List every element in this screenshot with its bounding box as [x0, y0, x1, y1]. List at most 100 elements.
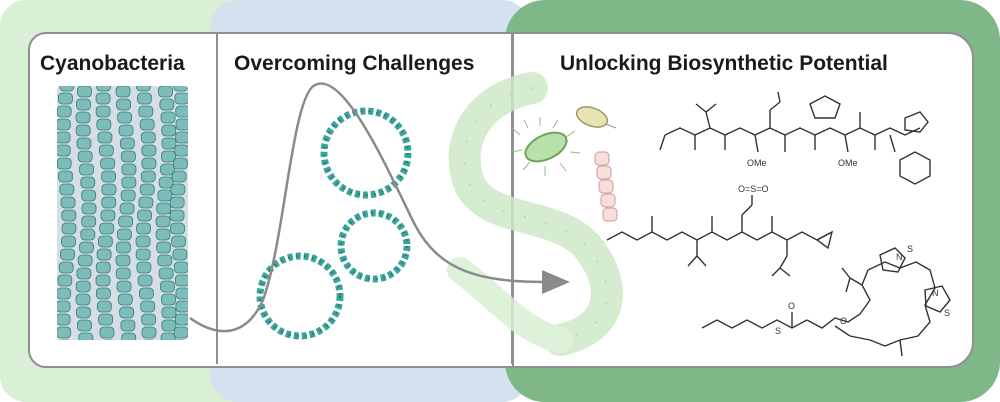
filament-cell — [58, 170, 73, 183]
filament-cell — [77, 86, 92, 98]
filament-cell — [57, 300, 71, 313]
filament-cell — [95, 261, 111, 274]
overcoming-title: Overcoming Challenges — [234, 52, 475, 75]
filament-cell — [135, 248, 151, 261]
filament-cell — [118, 124, 134, 137]
n-label-2: N — [932, 288, 939, 298]
molecule-structure-1 — [659, 91, 931, 185]
filament-cell — [116, 280, 132, 293]
filament-cell — [161, 293, 176, 306]
filament-cell — [161, 319, 177, 332]
filament-cell — [95, 274, 111, 287]
filament-cell — [78, 332, 94, 340]
filament-cell — [100, 209, 116, 222]
filament-cell — [137, 209, 152, 222]
filament-cell — [97, 131, 113, 144]
filament-cell — [156, 202, 172, 215]
filament-cell — [170, 222, 185, 235]
filament-cell — [119, 202, 135, 215]
plasmid-circle-2 — [337, 209, 411, 283]
filament-cell — [58, 261, 74, 274]
filament-cell — [139, 287, 154, 300]
filament-cell — [170, 183, 186, 196]
filament-cell — [79, 241, 94, 254]
filament-cell — [118, 215, 134, 228]
filament-cell — [121, 163, 137, 176]
filament-cell — [77, 319, 92, 332]
filament-cell — [61, 222, 77, 235]
filament-cell — [119, 137, 135, 150]
filament-cell — [138, 196, 154, 209]
filament-cell — [160, 111, 176, 124]
filament-cell — [137, 92, 152, 105]
filament-cell — [95, 92, 111, 105]
filament-cell — [175, 105, 188, 118]
filament-cell — [171, 235, 186, 248]
filament-cell — [77, 254, 93, 267]
o-label-1: O — [788, 301, 795, 311]
filament-cell — [117, 111, 133, 124]
filament-cell — [140, 300, 156, 313]
filament-cell — [157, 189, 173, 202]
s-label-1: S — [907, 244, 913, 254]
filament-cell — [158, 176, 174, 189]
filament-cell — [96, 86, 111, 92]
filament-cell — [139, 183, 155, 196]
filament-cell — [172, 248, 188, 261]
ome-label-1: OMe — [747, 158, 767, 168]
filament-cell — [175, 118, 188, 131]
filament-cell — [115, 254, 131, 267]
flow-arrow — [189, 82, 549, 333]
filament-cell — [171, 170, 187, 183]
filament-cell — [99, 222, 115, 235]
filament-cell — [97, 235, 113, 248]
filament-cell — [76, 306, 91, 319]
n-label-1: N — [896, 252, 903, 262]
host-filament — [447, 72, 623, 356]
filament-cell — [115, 267, 131, 280]
filament-cell — [157, 254, 173, 267]
filament-cell — [140, 131, 156, 144]
filament-cell — [169, 196, 185, 209]
filament-cell — [156, 241, 172, 254]
filament-cell — [169, 209, 185, 222]
filament-cell — [161, 137, 177, 150]
filament-cell — [135, 235, 151, 248]
filament-cell — [75, 293, 91, 306]
filament-cell — [75, 124, 91, 137]
filament-cell — [80, 228, 96, 241]
filament-cell — [158, 267, 174, 280]
filament-cell — [59, 183, 75, 196]
filament-cell — [155, 215, 171, 228]
filament-cell — [174, 92, 188, 105]
molecule-structure-3 — [701, 247, 951, 357]
filament-cell — [101, 183, 117, 196]
filament-cell — [116, 98, 132, 111]
filament-cell — [172, 339, 188, 340]
filament-cell — [115, 86, 131, 98]
filament-cell — [139, 118, 155, 131]
filament-cell — [101, 196, 117, 209]
filament-cell — [160, 280, 175, 293]
arrowhead-icon — [542, 270, 570, 294]
unlocking-title: Unlocking Biosynthetic Potential — [560, 52, 888, 75]
filament-cell — [121, 332, 137, 340]
filament-cell — [161, 150, 176, 163]
filament-cell — [61, 235, 76, 248]
filament-cell — [101, 170, 116, 183]
filament-cell — [96, 248, 112, 261]
microbe-spiky-icon — [511, 117, 581, 176]
filament-cell — [100, 339, 116, 340]
filament-cell — [136, 222, 151, 235]
microbe-chain-icon — [594, 151, 618, 222]
filament-cell — [96, 118, 112, 131]
filament-cell — [121, 150, 136, 163]
filament-cell — [116, 241, 131, 254]
filament-cell — [75, 280, 91, 293]
filament-cell — [137, 274, 153, 287]
filament-cell — [75, 111, 91, 124]
filament-cell — [121, 176, 137, 189]
filament-cell — [60, 248, 75, 261]
filament-cell — [136, 261, 152, 274]
